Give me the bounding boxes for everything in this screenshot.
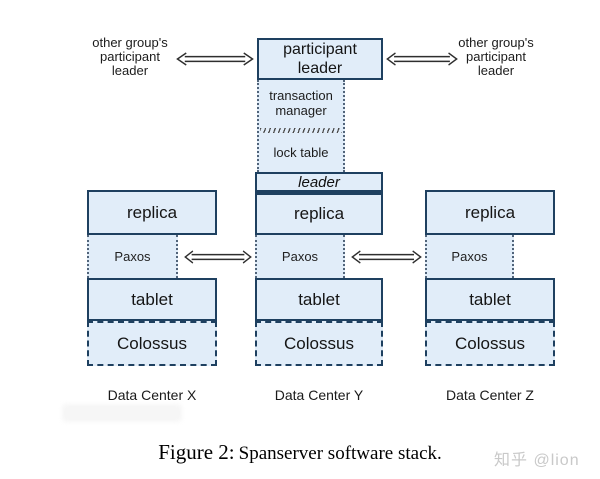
lock-table-label: lock table <box>273 145 329 160</box>
tablet-label: tablet <box>469 289 511 309</box>
tablet-box-z: tablet <box>425 278 555 321</box>
double-arrow-icon <box>184 250 252 264</box>
tablet-label: tablet <box>131 289 173 309</box>
zhihu-watermark: 知乎 @lion <box>494 452 580 469</box>
leader-label: leader <box>298 173 340 191</box>
colossus-label: Colossus <box>284 333 354 353</box>
colossus-box-z: Colossus <box>425 321 555 366</box>
replica-box-y: replica <box>255 193 383 235</box>
colossus-box-y: Colossus <box>255 321 383 366</box>
datacenter-label-x: Data Center X <box>107 387 197 403</box>
faint-watermark <box>62 404 182 422</box>
paxos-box-y: Paxos <box>255 235 345 278</box>
paxos-label: Paxos <box>451 249 488 264</box>
paxos-box-x: Paxos <box>87 235 178 278</box>
other-group-label-right: other group's participant leader <box>458 35 534 78</box>
colossus-label: Colossus <box>455 333 525 353</box>
datacenter-label-z: Data Center Z <box>446 387 534 403</box>
participant-leader-box: participant leader <box>257 38 383 80</box>
paxos-label: Paxos <box>281 249 319 264</box>
paxos-box-z: Paxos <box>425 235 514 278</box>
leader-bar: leader <box>255 172 383 193</box>
figure-caption: Figure 2: Spanserver software stack. <box>0 440 600 465</box>
participant-leader-label: participant leader <box>283 41 357 77</box>
transaction-manager-label: transaction manager <box>269 88 333 118</box>
double-arrow-icon <box>386 52 458 66</box>
paxos-label: Paxos <box>114 249 151 264</box>
double-arrow-icon <box>176 52 254 66</box>
figure-caption-text: Spanserver software stack. <box>238 443 442 464</box>
replica-box-x: replica <box>87 190 217 235</box>
replica-box-z: replica <box>425 190 555 235</box>
hatched-divider <box>260 128 342 133</box>
figure-caption-label: Figure 2: <box>158 440 235 464</box>
tablet-box-y: tablet <box>255 278 383 321</box>
replica-label: replica <box>293 204 345 223</box>
colossus-box-x: Colossus <box>87 321 217 366</box>
tablet-label: tablet <box>298 289 340 309</box>
double-arrow-icon <box>351 250 422 264</box>
replica-label: replica <box>464 202 516 222</box>
replica-label: replica <box>126 202 178 222</box>
colossus-label: Colossus <box>117 333 187 353</box>
other-group-label-left: other group's participant leader <box>92 35 168 78</box>
datacenter-label-y: Data Center Y <box>274 387 364 403</box>
tablet-box-x: tablet <box>87 278 217 321</box>
transaction-manager-lock-table-region: transaction manager lock table <box>257 80 345 172</box>
